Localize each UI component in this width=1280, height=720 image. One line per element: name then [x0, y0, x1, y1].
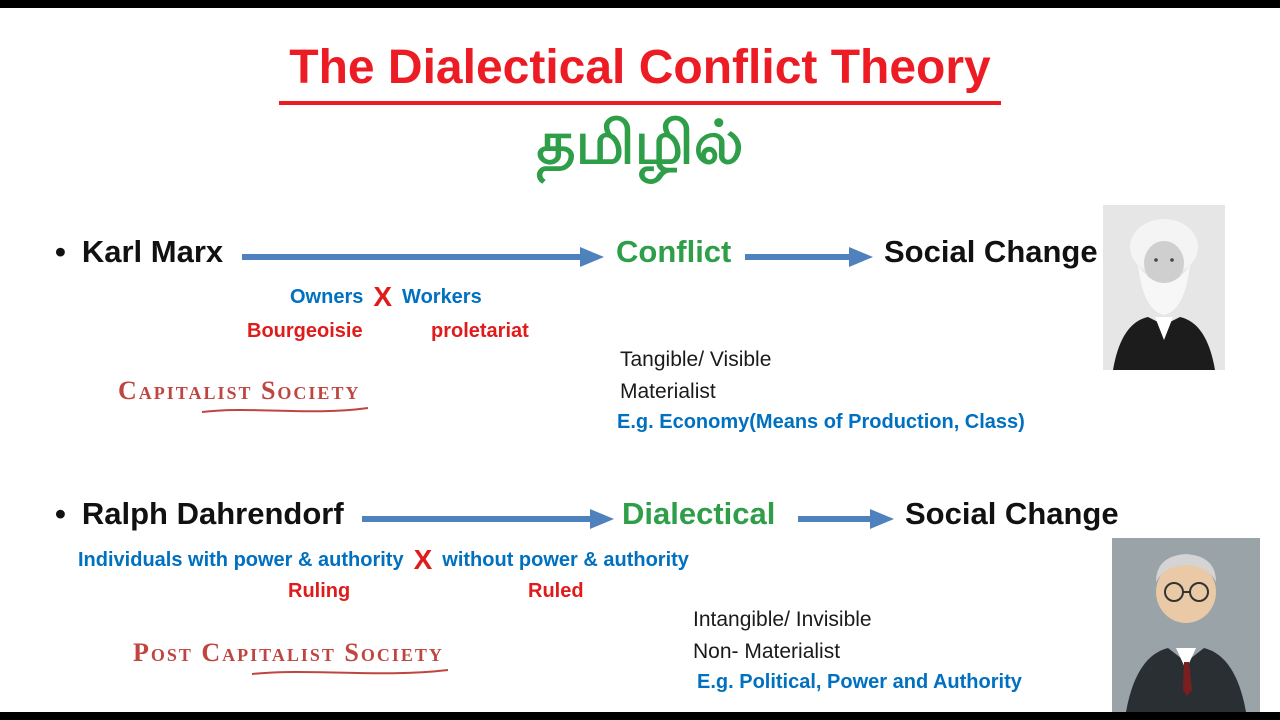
marx-stage: Conflict	[616, 234, 732, 269]
marx-name: Karl Marx	[81, 234, 224, 269]
marx-note-1: Tangible/ Visible	[620, 348, 772, 371]
society-flourish	[201, 407, 369, 413]
arrow-dialectical-to-change	[798, 509, 894, 529]
bullet: •	[55, 234, 66, 269]
capitalist-society-label: Capitalist Society	[118, 376, 361, 405]
ruling-label: Ruling	[288, 580, 351, 602]
title-wrap: The Dialectical Conflict Theory	[0, 41, 1280, 105]
workers-label: Workers	[402, 285, 482, 308]
marx-versus-line: Owners X Workers	[290, 283, 482, 311]
marx-note-2: Materialist	[620, 380, 716, 403]
arrow-conflict-to-change	[745, 247, 873, 267]
ralph-dahrendorf-photo	[1112, 538, 1260, 712]
arrow-dahrendorf-to-dialectical	[362, 509, 614, 529]
letterbox-top	[0, 0, 1280, 8]
marx-outcome: Social Change	[884, 234, 1098, 269]
post-capitalist-society-label: Post Capitalist Society	[133, 638, 444, 667]
society-flourish	[251, 669, 449, 675]
dahrendorf-note-1: Intangible/ Invisible	[693, 608, 872, 631]
with-power-label: Individuals with power & authority	[78, 548, 404, 571]
karl-marx-photo	[1103, 205, 1225, 370]
bourgeoisie-label: Bourgeoisie	[247, 320, 363, 342]
dahrendorf-note-2: Non- Materialist	[693, 640, 841, 663]
dahrendorf-row-head: • Ralph Dahrendorf	[55, 496, 344, 532]
without-power-label: without power & authority	[442, 548, 689, 571]
dahrendorf-name: Ralph Dahrendorf	[81, 496, 344, 531]
letterbox-bottom	[0, 712, 1280, 720]
proletariat-label: proletariat	[431, 320, 529, 342]
versus-x: X	[413, 544, 433, 575]
ruled-label: Ruled	[528, 580, 584, 602]
bullet: •	[55, 496, 66, 531]
versus-x: X	[373, 281, 393, 312]
dahrendorf-stage: Dialectical	[622, 496, 776, 531]
dahrendorf-example: E.g. Political, Power and Authority	[697, 671, 1022, 693]
marx-row-head: • Karl Marx	[55, 234, 223, 270]
arrow-marx-to-conflict	[242, 247, 604, 267]
marx-example: E.g. Economy(Means of Production, Class)	[617, 411, 1025, 433]
dahrendorf-versus-line: Individuals with power & authority X wit…	[78, 546, 689, 574]
page-title: The Dialectical Conflict Theory	[279, 41, 1001, 105]
dahrendorf-outcome: Social Change	[905, 496, 1119, 531]
subtitle-tamil: தமிழில்	[536, 109, 744, 176]
owners-label: Owners	[290, 285, 364, 308]
